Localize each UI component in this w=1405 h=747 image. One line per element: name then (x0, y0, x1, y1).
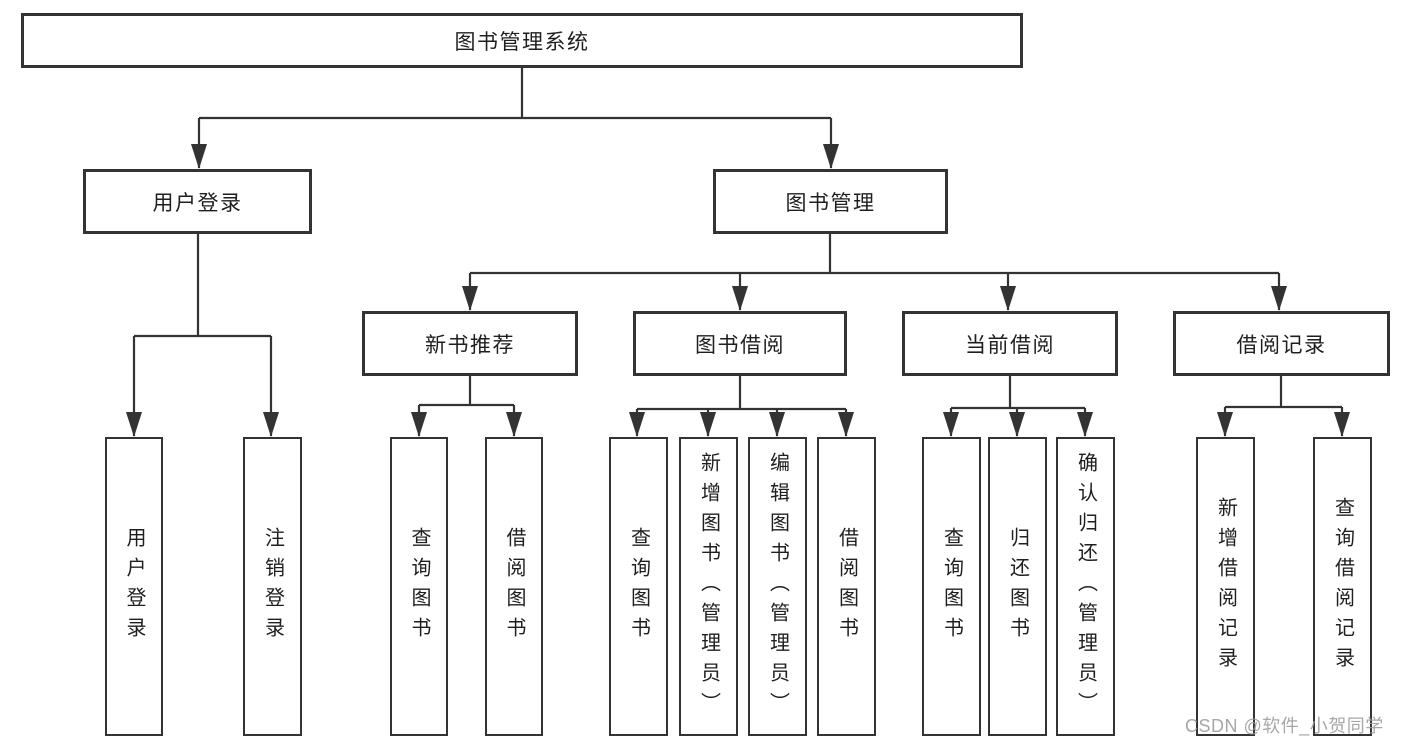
arrow-down-icon (191, 144, 207, 169)
node-label: 确认归还（管理员） (1074, 451, 1097, 722)
node-label: 归还图书 (1006, 526, 1029, 647)
node-label: 图书借阅 (695, 333, 785, 357)
node-leaf-edit-book-admin: 编辑图书（管理员） (748, 437, 807, 736)
node-leaf-borrow-books-2: 借阅图书 (817, 437, 876, 736)
node-label: 图书管理系统 (454, 30, 590, 54)
arrow-down-icon (506, 412, 522, 437)
node-leaf-add-book-admin: 新增图书（管理员） (679, 437, 738, 736)
arrow-down-icon (126, 412, 142, 437)
arrow-down-icon (1271, 286, 1287, 311)
arrow-down-icon (700, 412, 716, 437)
arrow-down-icon (1000, 286, 1016, 311)
arrow-down-icon (1217, 412, 1233, 437)
node-label: 查询图书 (408, 526, 430, 647)
arrow-down-icon (629, 412, 645, 437)
node-label: 查询借阅记录 (1331, 496, 1354, 677)
node-book-borrow: 图书借阅 (633, 311, 847, 376)
arrow-down-icon (823, 144, 839, 169)
node-leaf-query-books-1: 查询图书 (390, 437, 448, 736)
arrow-down-icon (263, 412, 279, 437)
node-leaf-query-books-3: 查询图书 (922, 437, 981, 736)
arrow-down-icon (1077, 412, 1093, 437)
arrow-down-icon (1009, 412, 1025, 437)
arrow-down-icon (462, 286, 478, 311)
node-label: 新增图书（管理员） (697, 451, 720, 722)
node-label: 编辑图书（管理员） (766, 451, 789, 722)
connector-lines (132, 68, 1344, 436)
node-label: 当前借阅 (965, 333, 1055, 357)
node-label: 查询图书 (627, 526, 650, 647)
arrow-down-icon (838, 412, 854, 437)
node-leaf-query-books-2: 查询图书 (609, 437, 668, 736)
node-user-login: 用户登录 (83, 169, 312, 234)
arrow-down-icon (769, 412, 785, 437)
node-leaf-logout: 注销登录 (243, 437, 302, 736)
node-label: 借阅图书 (503, 526, 525, 647)
node-borrow-records: 借阅记录 (1173, 311, 1390, 376)
arrowhead-icons (126, 144, 1350, 437)
node-label: 借阅记录 (1236, 333, 1327, 357)
node-label: 新增借阅记录 (1214, 496, 1237, 677)
node-leaf-query-borrow-record: 查询借阅记录 (1313, 437, 1372, 736)
node-label: 注销登录 (261, 526, 284, 647)
watermark: CSDN @软件_小贺同学 (1185, 716, 1384, 736)
arrow-down-icon (943, 412, 959, 437)
node-leaf-return-book: 归还图书 (988, 437, 1047, 736)
node-new-book-recommend: 新书推荐 (362, 311, 578, 376)
node-label: 借阅图书 (835, 526, 858, 647)
arrow-down-icon (1334, 412, 1350, 437)
node-current-borrow: 当前借阅 (902, 311, 1118, 376)
node-label: 用户登录 (152, 191, 243, 215)
node-leaf-add-borrow-record: 新增借阅记录 (1196, 437, 1255, 736)
node-label: 查询图书 (940, 526, 963, 647)
node-leaf-user-login: 用户登录 (105, 437, 163, 736)
node-leaf-borrow-books-1: 借阅图书 (485, 437, 543, 736)
node-root: 图书管理系统 (21, 13, 1023, 68)
node-label: 新书推荐 (425, 333, 515, 357)
node-label: 用户登录 (123, 526, 145, 647)
node-label: 图书管理 (785, 191, 876, 215)
node-leaf-confirm-return-admin: 确认归还（管理员） (1056, 437, 1115, 736)
arrow-down-icon (411, 412, 427, 437)
arrow-down-icon (732, 286, 748, 311)
node-book-management: 图书管理 (713, 169, 948, 234)
